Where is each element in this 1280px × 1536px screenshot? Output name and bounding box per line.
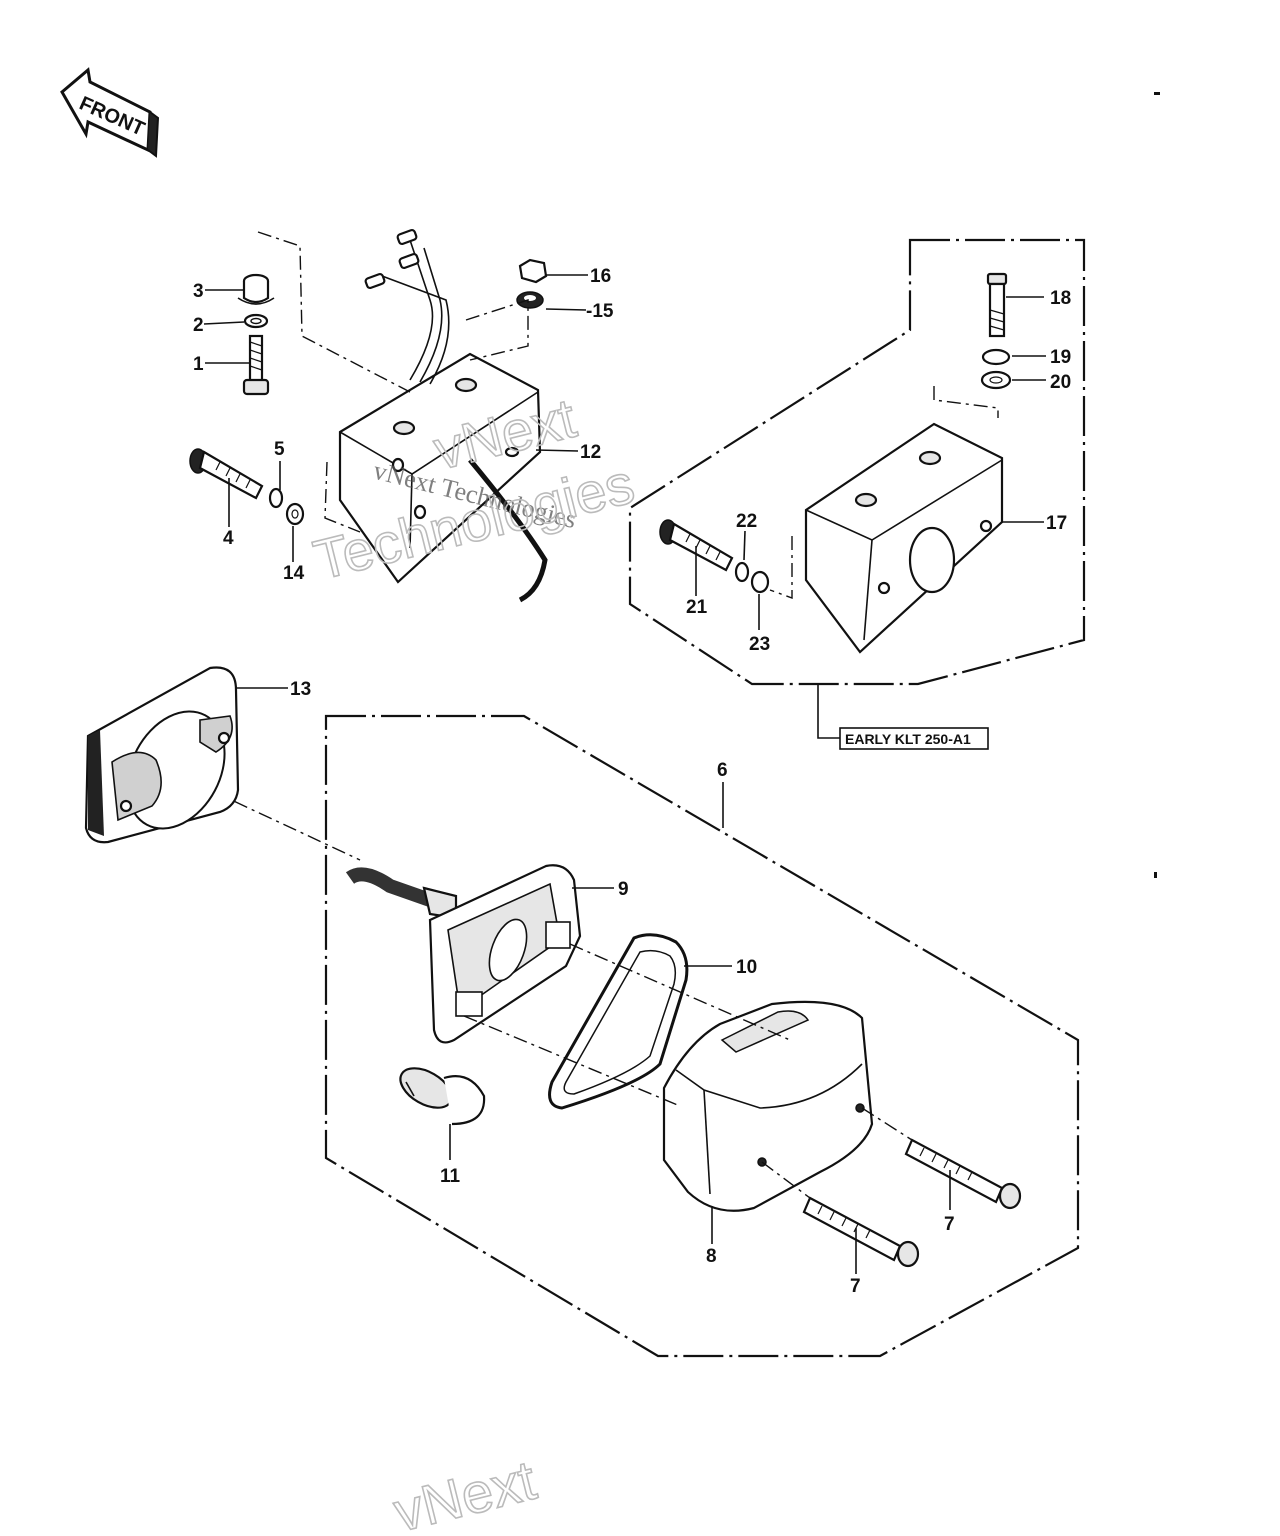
callout-16: 16 <box>590 266 611 287</box>
part-12-bracket <box>338 352 542 584</box>
part-17-bracket <box>804 422 1004 654</box>
alignment-line <box>769 536 793 599</box>
callout-5: 5 <box>274 439 285 460</box>
part-8-lens <box>662 1000 874 1212</box>
callout-18: 18 <box>1050 288 1071 309</box>
callout-7-lower: 7 <box>850 1276 861 1297</box>
callout-15: -15 <box>586 301 614 322</box>
part-7a-screw <box>904 1138 1022 1210</box>
callout-13: 13 <box>290 679 311 700</box>
callout-7-upper: 7 <box>944 1214 955 1235</box>
callout-2: 2 <box>193 315 204 336</box>
part-9-lamp-base <box>345 864 582 1044</box>
part-22-lockwasher <box>734 561 750 583</box>
watermark-bottom: vNext <box>388 1448 543 1536</box>
alignment-line <box>861 1107 913 1141</box>
callout-12: 12 <box>580 442 601 463</box>
part-10-gasket <box>548 933 689 1110</box>
part-19-lockwasher <box>981 348 1011 366</box>
alignment-line <box>933 386 999 418</box>
callout-11: 11 <box>440 1166 461 1187</box>
part-18-bolt <box>986 272 1008 338</box>
corner-mark <box>1154 92 1160 95</box>
part-11-bulb <box>399 1067 486 1126</box>
part-7b-screw <box>802 1196 920 1268</box>
part-21-bolt <box>659 519 734 572</box>
alignment-line <box>257 231 411 393</box>
part-3-collar <box>237 273 275 305</box>
edge-mark <box>1154 872 1157 878</box>
part-2-washer <box>243 313 269 329</box>
alignment-line <box>761 1161 811 1199</box>
part-12-wire-harness <box>364 228 548 603</box>
variant-tag-leader <box>817 684 840 739</box>
callout-9: 9 <box>618 879 629 900</box>
callout-20: 20 <box>1050 372 1071 393</box>
callout-17: 17 <box>1046 513 1067 534</box>
callout-19: 19 <box>1050 347 1071 368</box>
callout-8: 8 <box>706 1246 717 1267</box>
variant-frame <box>628 238 1086 686</box>
callout-4: 4 <box>223 528 234 549</box>
tail-lamp-frame <box>324 714 1080 1358</box>
front-arrow-icon: FRONT <box>60 67 160 158</box>
variant-tag: EARLY KLT 250-A1 <box>845 731 971 747</box>
alignment-line <box>324 461 361 533</box>
alignment-line <box>569 943 791 1041</box>
callout-10: 10 <box>736 957 757 978</box>
part-15-grommet <box>516 291 544 309</box>
variant-tag-box <box>839 727 989 750</box>
part-23-washer <box>750 570 770 594</box>
callout-leaders <box>203 274 1046 1274</box>
callout-1: 1 <box>193 354 204 375</box>
alignment-line <box>463 1015 681 1107</box>
part-5-lockwasher <box>268 487 284 509</box>
callout-3: 3 <box>193 281 204 302</box>
part-13-plate <box>84 666 240 844</box>
alignment-line <box>465 299 529 361</box>
callout-22: 22 <box>736 511 757 532</box>
part-4-bolt <box>189 448 264 500</box>
callout-14: 14 <box>283 563 305 584</box>
callout-23: 23 <box>749 634 770 655</box>
callout-6: 6 <box>717 760 728 781</box>
part-1-bolt <box>242 334 270 396</box>
callout-21: 21 <box>686 597 708 618</box>
part-16-nut <box>518 258 548 284</box>
